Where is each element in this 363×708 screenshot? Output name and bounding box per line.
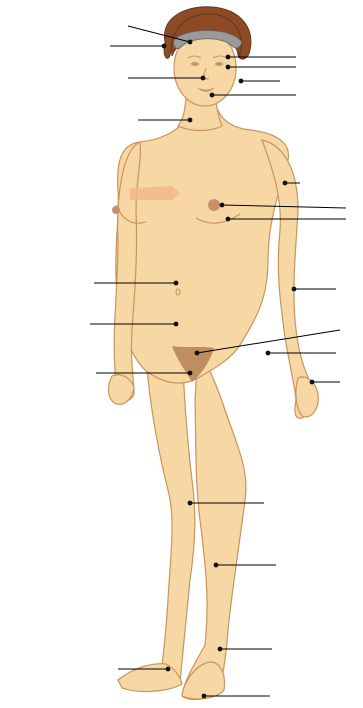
leader-ankle-dot: [218, 647, 223, 652]
left-foot: [118, 664, 182, 692]
leader-eyebrow-dot: [226, 55, 231, 60]
leader-groin-dot: [188, 371, 193, 376]
leader-neck-dot: [188, 118, 193, 123]
right-foot: [182, 662, 225, 699]
leader-calf-dot: [214, 563, 219, 568]
right-eye: [215, 62, 223, 66]
leader-knee-dot: [188, 501, 193, 506]
redaction-mark: [130, 186, 180, 200]
leader-navel-dot: [174, 322, 179, 327]
leader-heel-dot: [166, 667, 171, 672]
leader-forearm-dot: [292, 287, 297, 292]
leader-hair-dot: [162, 44, 167, 49]
leader-ear: [239, 79, 280, 84]
leader-breast-dot: [226, 217, 231, 222]
leader-lips-dot: [210, 93, 215, 98]
leader-nipple-dot: [220, 203, 225, 208]
leader-nose-dot: [201, 76, 206, 81]
leader-ear-dot: [239, 79, 244, 84]
leader-hair: [110, 44, 166, 49]
leader-headband-dot: [188, 40, 193, 45]
leader-pubic-area-dot: [195, 351, 200, 356]
leader-forearm: [292, 287, 336, 292]
leader-shoulder-dot: [283, 181, 288, 186]
right-hand: [296, 377, 318, 417]
leader-thigh-dot: [266, 351, 271, 356]
leader-eye-dot: [226, 65, 231, 70]
left-areola: [112, 206, 120, 214]
leader-waist-dot: [174, 281, 179, 286]
leader-eyebrow: [226, 55, 296, 60]
right-areola: [208, 199, 220, 211]
left-eye: [191, 62, 199, 66]
leader-toes-dot: [202, 694, 207, 699]
leader-hand-dot: [310, 380, 315, 385]
